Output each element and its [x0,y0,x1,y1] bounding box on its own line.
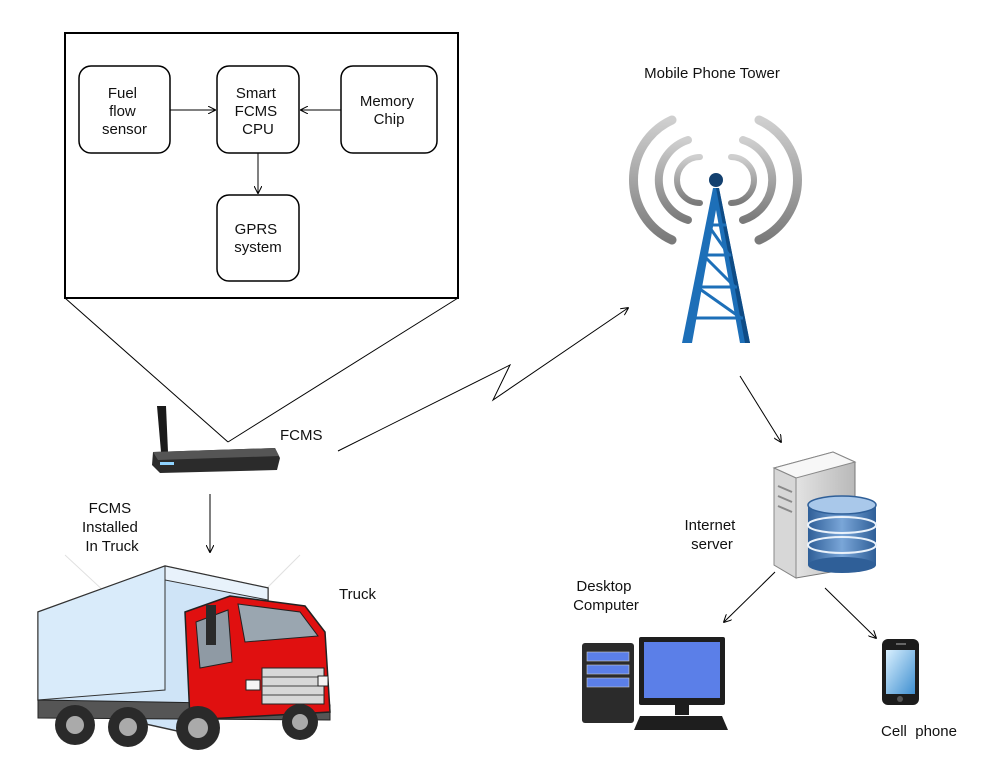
fuel-flow-sensor-line: flow [109,103,136,120]
memory-chip-label: Memory Chip [360,93,418,128]
server-line: server [691,536,733,553]
memory-chip-line: Chip [374,111,405,128]
gprs-system-box: GPRS system [216,194,300,282]
gprs-line: GPRS [235,221,278,238]
tower-label: Mobile Phone Tower [644,65,780,82]
fcms-installed-line: FCMS [89,500,132,517]
cpu-line: FCMS [235,103,278,120]
smart-fcms-cpu-box: Smart FCMS CPU [216,65,300,154]
server-line: Internet [684,517,736,534]
desktop-computer-label: Desktop Computer [573,578,639,614]
fuel-flow-sensor-label: Fuel flow sensor [102,85,147,138]
server-to-phone-arrow [824,587,876,638]
fuel-flow-sensor-line: sensor [102,121,147,138]
truck-label: Truck [339,586,376,603]
desktop-line: Computer [573,597,639,614]
memory-chip-line: Memory [360,93,415,110]
wireless-link-arrow [337,308,628,452]
internet-server-icon [772,451,877,579]
fcms-installed-line: In Truck [85,538,139,555]
cpu-line: CPU [242,121,274,138]
fuel-flow-sensor-box: Fuel flow sensor [78,65,171,154]
cpu-line: Smart [236,85,277,102]
server-to-desktop-arrow [724,571,776,622]
gprs-system-label: GPRS system [234,221,282,256]
gprs-line: system [234,239,282,256]
tower-to-server-arrow [739,375,781,442]
desktop-computer-icon [582,637,728,730]
fcms-label: FCMS [280,427,323,444]
internet-server-label: Internet server [684,517,739,553]
cell-phone-label: Cell phone [881,723,957,740]
memory-chip-box: Memory Chip [340,65,438,154]
desktop-line: Desktop [576,578,631,595]
fcms-installed-line: Installed [82,519,138,536]
callout-line-left [64,297,229,443]
fcms-installed-label: FCMS Installed In Truck [82,500,142,555]
truck-icon [37,554,331,750]
router-icon [152,406,280,473]
smart-fcms-cpu-label: Smart FCMS CPU [235,85,282,138]
callout-line-right [227,297,459,443]
cell-phone-icon [882,639,919,705]
mobile-phone-tower-icon [629,115,802,343]
fuel-flow-sensor-line: Fuel [108,85,137,102]
fcms-detail-panel: Fuel flow sensor Smart FCMS CPU Memory C… [64,32,459,299]
